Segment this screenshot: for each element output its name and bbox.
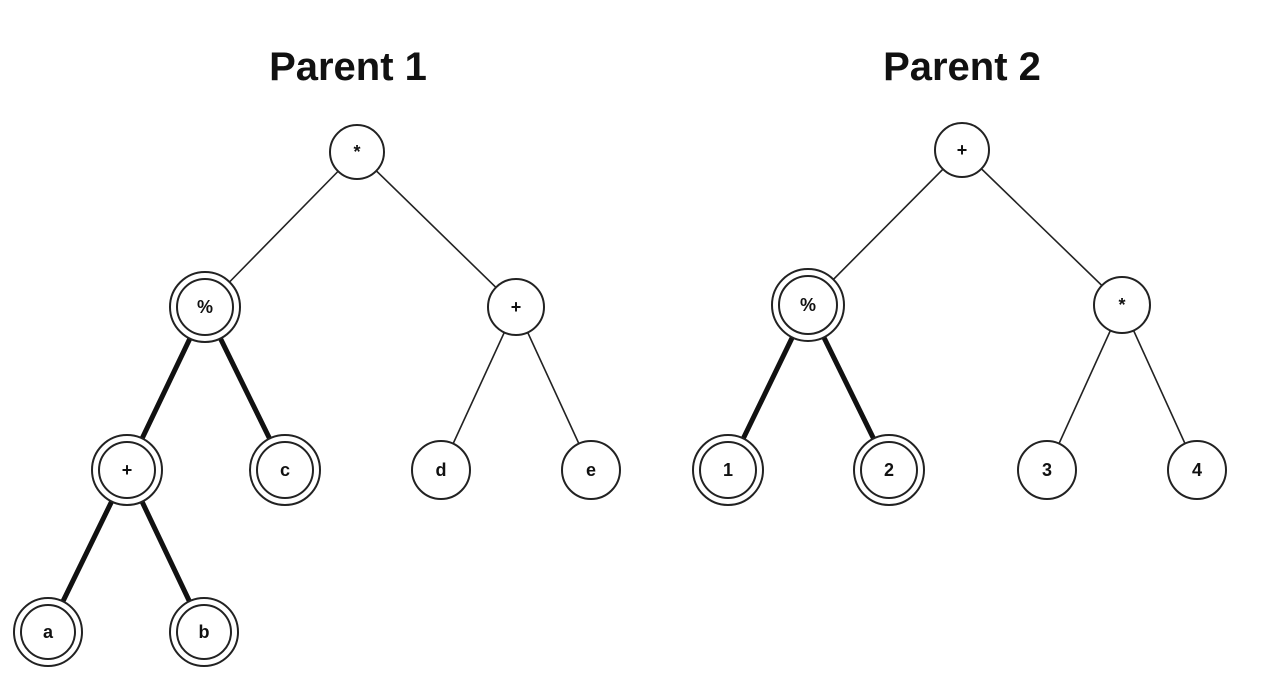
tree-parent-2: Parent 2 + % * 1 [692,45,1227,506]
node-label: % [197,297,213,317]
node-label: d [436,460,447,480]
node-label: 3 [1042,460,1052,480]
tree-node-highlighted: c [249,434,321,506]
tree-node: d [411,440,471,500]
node-label: c [280,460,290,480]
tree-node: * [329,124,385,180]
tree-node: + [487,278,545,336]
node-label: e [586,460,596,480]
tree-node-highlighted: 1 [692,434,764,506]
edge-root-to-mod [204,151,358,308]
tree-parent-1: Parent 1 * % + [13,45,621,667]
node-label: a [43,622,54,642]
tree-edges [45,151,592,634]
tree-node-highlighted: % [169,271,241,343]
node-label: + [122,460,133,480]
tree-title-parent-2: Parent 2 [883,45,1041,89]
node-label: * [353,142,360,162]
node-label: b [199,622,210,642]
node-label: + [511,297,522,317]
tree-node: 3 [1017,440,1077,500]
tree-title-parent-1: Parent 1 [269,45,427,89]
tree-node-highlighted: 2 [853,434,925,506]
node-label: + [957,140,968,160]
node-label: % [800,295,816,315]
tree-node: + [934,122,990,178]
edge-times-to-3 [1046,304,1123,471]
node-label: 2 [884,460,894,480]
edge-root-to-plus-right [356,151,517,308]
node-label: 4 [1192,460,1202,480]
tree-node: e [561,440,621,500]
tree-node-highlighted: % [771,268,845,342]
tree-node: 4 [1167,440,1227,500]
tree-node: * [1093,276,1151,334]
tree-node-highlighted: a [13,597,83,667]
node-label: 1 [723,460,733,480]
node-label: * [1118,295,1125,315]
edge-times-to-4 [1121,304,1198,471]
tree-node-highlighted: b [169,597,239,667]
edge-root-to-times [961,149,1123,306]
tree-node-highlighted: + [91,434,163,506]
